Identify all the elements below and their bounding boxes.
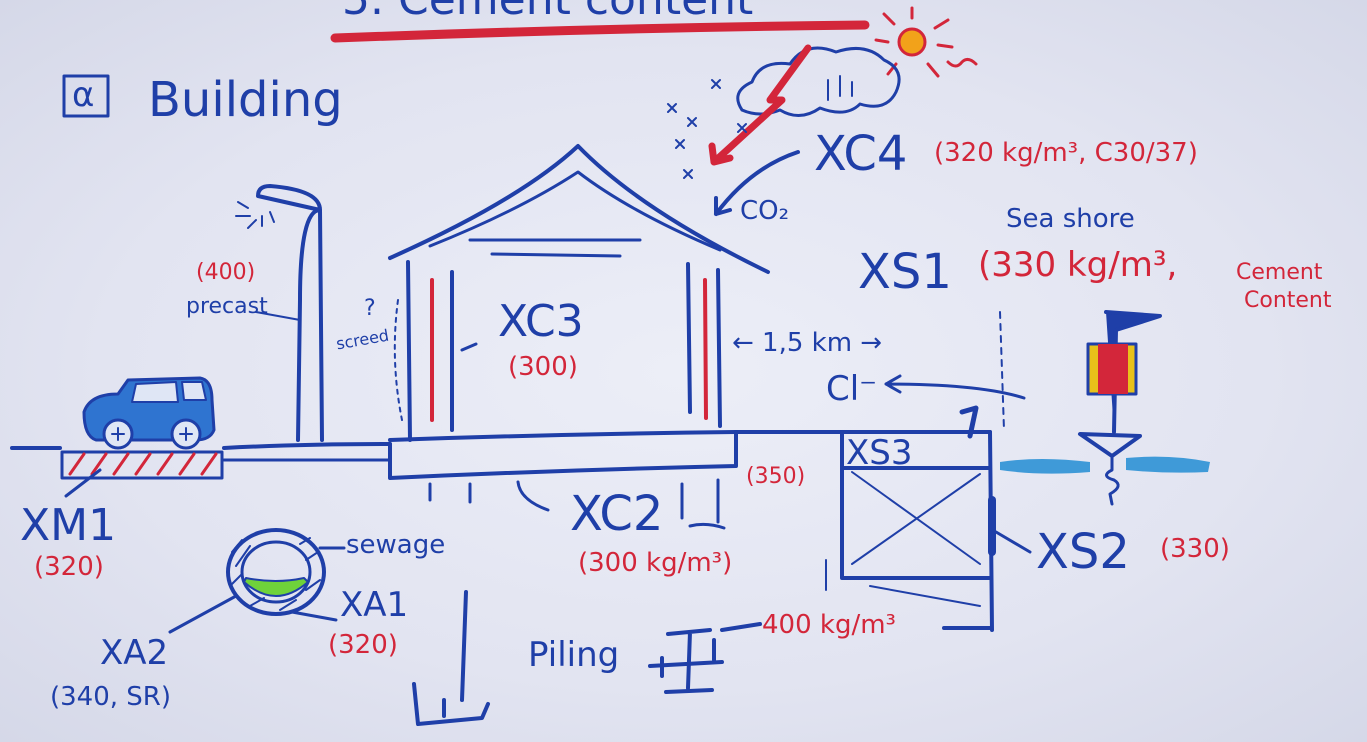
xc4-spec: (320 kg/m³, C30/37) xyxy=(934,138,1198,168)
xs1-label: XS1 xyxy=(858,244,952,300)
cement-label: Cement xyxy=(1236,260,1323,285)
ground-line xyxy=(10,430,992,450)
precast-label: precast xyxy=(186,294,268,319)
piling-symbol xyxy=(648,622,762,694)
xc2-value: (300 kg/m³) xyxy=(578,548,733,578)
xa2-value: (340, SR) xyxy=(50,682,172,712)
sea xyxy=(1000,459,1090,474)
xc2-label: XC2 xyxy=(570,486,664,542)
piling-value: 400 kg/m³ xyxy=(762,610,896,640)
xm1-value: (320) xyxy=(34,552,104,582)
xa1-label: XA1 xyxy=(340,585,409,625)
xs3-label: XS3 xyxy=(846,433,913,473)
sewage-pipe-icon xyxy=(226,528,326,616)
xc3-value: (300) xyxy=(508,352,578,382)
subsection-marker: α xyxy=(72,75,95,115)
subsection-box xyxy=(62,74,110,118)
chloride-label: Cl⁻ xyxy=(826,369,878,409)
lightning-arrow xyxy=(708,44,812,166)
xa1-value: (320) xyxy=(328,630,398,660)
snow-marks xyxy=(667,79,747,179)
xa1-foundation xyxy=(412,590,490,726)
lamp-value: (400) xyxy=(196,260,256,285)
content-label: Content xyxy=(1244,288,1332,313)
car-icon xyxy=(82,376,216,450)
sea-shore-label: Sea shore xyxy=(1006,204,1135,234)
distance-label: ← 1,5 km → xyxy=(732,328,883,358)
buoy-icon xyxy=(1078,310,1162,506)
xa2-label: XA2 xyxy=(100,633,169,673)
subsection-title: Building xyxy=(148,72,343,128)
title-underline xyxy=(330,20,870,43)
sun-icon xyxy=(874,6,978,78)
xs1-spec: (330 kg/m³, xyxy=(978,245,1178,285)
piling-label: Piling xyxy=(528,635,620,675)
chloride-arrow xyxy=(884,374,1026,400)
xm1-label: XM1 xyxy=(20,500,117,551)
road xyxy=(60,450,224,480)
cloud-icon xyxy=(736,46,901,117)
co2-arrow xyxy=(714,150,800,216)
floor-slab xyxy=(388,430,738,480)
xc4-label: XC4 xyxy=(814,126,908,182)
sewage-label: sewage xyxy=(346,530,446,560)
xc3-label: XC3 xyxy=(498,296,584,347)
street-lamp-icon xyxy=(235,184,324,442)
house-roof xyxy=(388,144,770,274)
xs2-label: XS2 xyxy=(1036,524,1130,580)
xs3-value: (350) xyxy=(746,464,806,489)
screed-question: ? xyxy=(364,296,376,321)
section-title: 5. Cement content xyxy=(342,0,753,22)
xs2-value: (330) xyxy=(1160,534,1230,564)
co2-label: CO₂ xyxy=(740,196,790,226)
house-walls xyxy=(406,260,722,442)
